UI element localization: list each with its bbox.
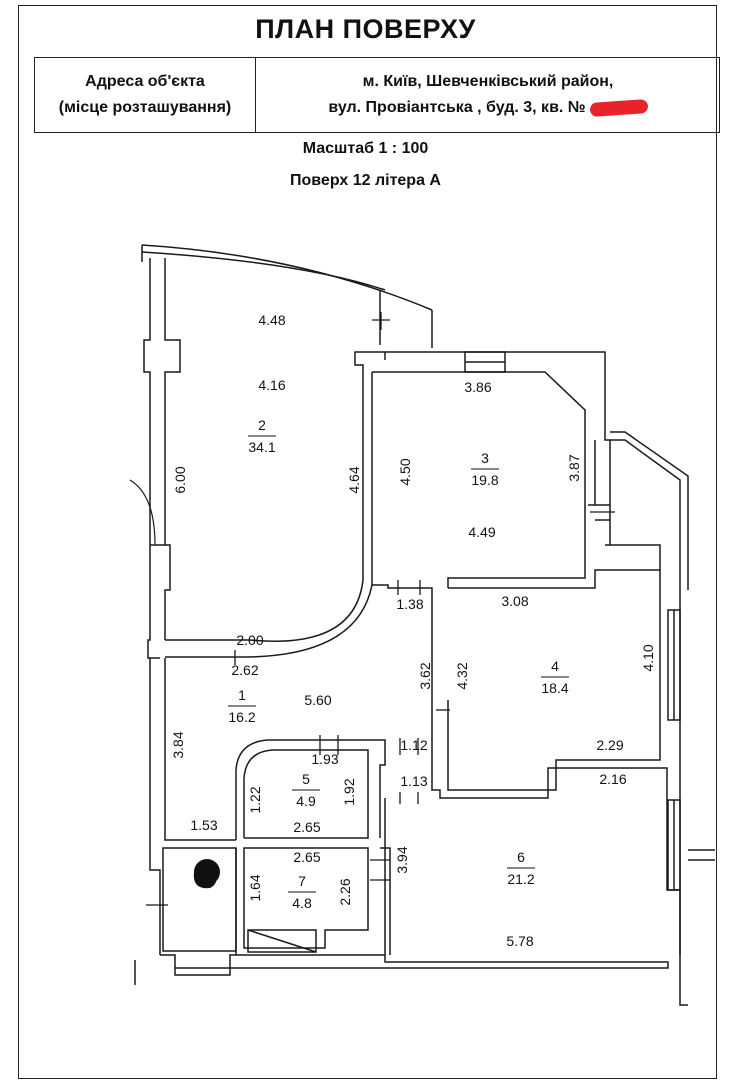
dim-r4-top: 3.08 bbox=[501, 593, 528, 609]
dim-r2-right: 4.64 bbox=[346, 466, 362, 493]
dim-r6-bottom: 5.78 bbox=[506, 933, 533, 949]
address-label-line2: (місце розташування) bbox=[58, 99, 232, 116]
scale-label: Масштаб 1 : 100 bbox=[302, 140, 429, 157]
room-5-number: 5 bbox=[302, 771, 310, 787]
dimension-ticks bbox=[146, 312, 615, 906]
page-frame bbox=[18, 5, 717, 1079]
balcony-arc-inner bbox=[141, 251, 386, 291]
dim-r7-left: 1.64 bbox=[247, 874, 263, 901]
dim-r2-left: 6.00 bbox=[172, 466, 188, 493]
room-4-number: 4 bbox=[551, 658, 559, 674]
dim-1-53: 1.53 bbox=[190, 817, 217, 833]
dim-r7-right: 2.26 bbox=[337, 878, 353, 905]
room-1-area: 16.2 bbox=[228, 709, 255, 725]
dim-r2-mid: 4.16 bbox=[258, 377, 285, 393]
dim-r7-top: 2.65 bbox=[293, 849, 320, 865]
room-6-number: 6 bbox=[517, 849, 525, 865]
room-2-area: 34.1 bbox=[248, 439, 275, 455]
address-divider bbox=[255, 58, 256, 132]
room-2-number: 2 bbox=[258, 417, 266, 433]
floor-label: Поверх 12 літера А bbox=[290, 172, 441, 189]
room-labels: 2 34.1 3 19.8 4 18.4 1 16.2 5 4.9 6 21.2… bbox=[228, 417, 569, 911]
address-value-line1: м. Київ, Шевченківський район, bbox=[362, 73, 614, 90]
address-table: Адреса об'єкта (місце розташування) м. К… bbox=[34, 57, 720, 133]
dim-r5-left: 1.22 bbox=[247, 786, 263, 813]
dim-r2-bottom: 2.00 bbox=[236, 632, 263, 648]
plan-walls bbox=[129, 244, 715, 1006]
dim-r6-top: 2.16 bbox=[599, 771, 626, 787]
room-4-area: 18.4 bbox=[541, 680, 568, 696]
dim-r1-top: 2.62 bbox=[231, 662, 258, 678]
address-value-line2-wrap: вул. Провіантська , буд. 3, кв. № bbox=[328, 95, 649, 121]
dim-r2-top: 4.48 bbox=[258, 312, 285, 328]
dim-1-13: 1.13 bbox=[400, 773, 427, 789]
page-title: ПЛАН ПОВЕРХУ bbox=[255, 14, 476, 44]
dim-r5-right: 1.92 bbox=[341, 778, 357, 805]
dim-r6-left: 3.94 bbox=[394, 846, 410, 873]
dim-r5-bottom: 2.65 bbox=[293, 819, 320, 835]
dim-r3-bottom: 4.49 bbox=[468, 524, 495, 540]
dim-r4-left-outer: 3.62 bbox=[417, 662, 433, 689]
dim-r1-right: 5.60 bbox=[304, 692, 331, 708]
dim-r4-bottom: 2.29 bbox=[596, 737, 623, 753]
room-3-area: 19.8 bbox=[471, 472, 498, 488]
dim-r3-right: 3.87 bbox=[566, 454, 582, 481]
dim-r1-left: 3.84 bbox=[170, 731, 186, 758]
riser-symbol bbox=[193, 859, 220, 889]
room-7-area: 4.8 bbox=[292, 895, 312, 911]
room-7-number: 7 bbox=[298, 873, 306, 889]
room-5-area: 4.9 bbox=[296, 793, 316, 809]
dim-1-12: 1.12 bbox=[400, 737, 427, 753]
balcony-arc-outer bbox=[141, 244, 433, 311]
address-label-line1: Адреса об'єкта bbox=[85, 73, 205, 90]
dim-r4-right: 4.10 bbox=[640, 644, 656, 671]
dim-r4-left: 4.32 bbox=[454, 662, 470, 689]
address-value-cell: м. Київ, Шевченківський район, вул. Пров… bbox=[257, 58, 719, 132]
dim-r5-top: 1.93 bbox=[311, 751, 338, 767]
address-label-cell: Адреса об'єкта (місце розташування) bbox=[35, 58, 255, 132]
dim-r3-left: 4.50 bbox=[397, 458, 413, 485]
dimension-labels: 4.48 4.16 6.00 4.64 2.00 3.86 4.50 3.87 … bbox=[170, 312, 656, 949]
room-6-area: 21.2 bbox=[507, 871, 534, 887]
dim-r3-top: 3.86 bbox=[464, 379, 491, 395]
address-value-line2: вул. Провіантська , буд. 3, кв. № bbox=[328, 99, 586, 116]
room-1-number: 1 bbox=[238, 687, 246, 703]
dim-door-1-38: 1.38 bbox=[396, 596, 423, 612]
room-3-number: 3 bbox=[481, 450, 489, 466]
